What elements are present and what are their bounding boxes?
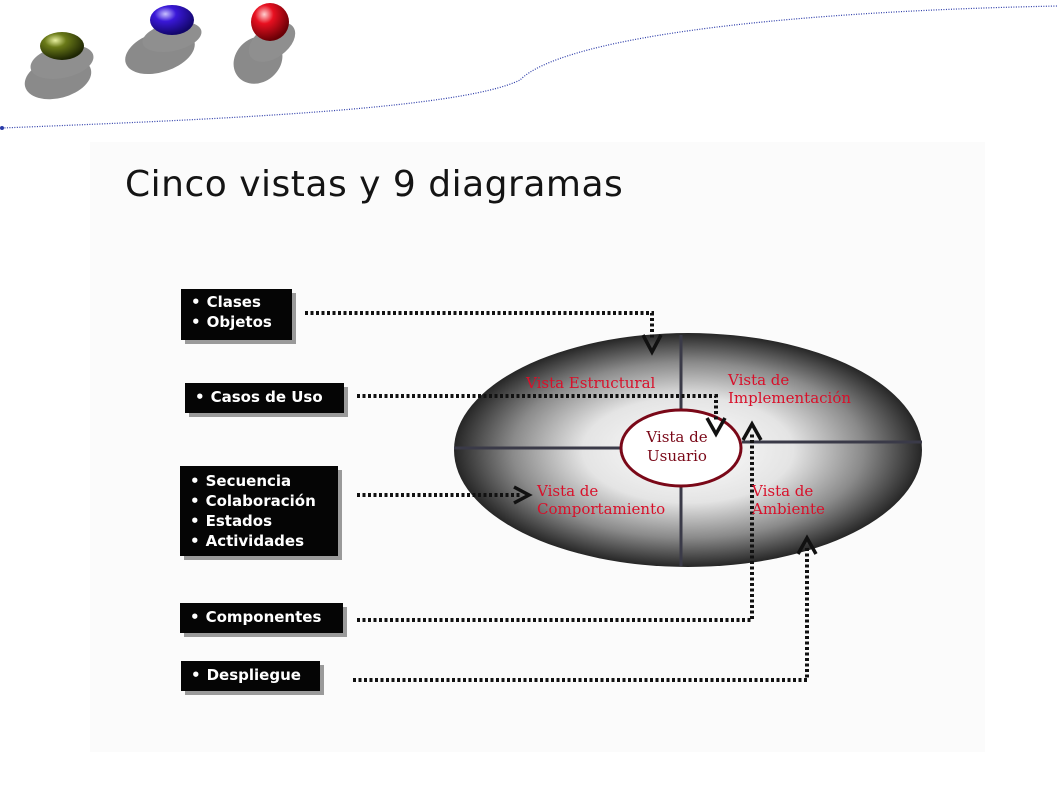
- list-item: Clases: [191, 292, 282, 312]
- list-item: Objetos: [191, 312, 282, 332]
- view-implementation-line2: Implementación: [728, 389, 852, 407]
- view-environment-line2: Ambiente: [752, 500, 825, 518]
- red-sphere-icon: [233, 3, 296, 84]
- blue-sphere-icon: [125, 5, 202, 75]
- view-behavior-line2: Comportamiento: [537, 500, 666, 518]
- list-item: Secuencia: [190, 471, 328, 491]
- box-classes-list: Clases Objetos: [191, 292, 282, 332]
- box-components-list: Componentes: [190, 607, 333, 627]
- header-decoration: [0, 3, 1058, 130]
- list-item: Estados: [190, 511, 328, 531]
- view-label-structural: Vista Estructural: [526, 374, 655, 392]
- green-sphere-icon: [24, 32, 94, 100]
- view-implementation-line1: Vista de: [728, 371, 790, 389]
- box-interaction-list: Secuencia Colaboración Estados Actividad…: [190, 471, 328, 551]
- box-deployment-list: Despliegue: [191, 665, 310, 685]
- list-item: Componentes: [190, 607, 333, 627]
- list-item: Actividades: [190, 531, 328, 551]
- view-user-line1: Vista de: [646, 428, 708, 446]
- box-components: Componentes: [180, 603, 343, 633]
- list-item: Colaboración: [190, 491, 328, 511]
- view-user-line2: Usuario: [647, 447, 707, 465]
- slide-title: Cinco vistas y 9 diagramas: [125, 164, 624, 205]
- box-classes-objects: Clases Objetos: [181, 289, 292, 340]
- box-interaction-diagrams: Secuencia Colaboración Estados Actividad…: [180, 466, 338, 556]
- view-label-implementation: Vista de Implementación: [728, 371, 851, 407]
- view-behavior-line1: Vista de: [537, 482, 599, 500]
- view-structural-line1: Vista Estructural: [526, 374, 656, 392]
- box-use-cases-list: Casos de Uso: [195, 387, 334, 407]
- list-item: Casos de Uso: [195, 387, 334, 407]
- header-curve: [1, 5, 1058, 129]
- view-label-user: Vista de Usuario: [622, 428, 732, 466]
- box-deployment: Despliegue: [181, 661, 320, 691]
- box-use-cases: Casos de Uso: [185, 383, 344, 413]
- view-label-behavior: Vista de Comportamiento: [537, 482, 665, 518]
- view-label-environment: Vista de Ambiente: [752, 482, 825, 518]
- view-environment-line1: Vista de: [752, 482, 814, 500]
- list-item: Despliegue: [191, 665, 310, 685]
